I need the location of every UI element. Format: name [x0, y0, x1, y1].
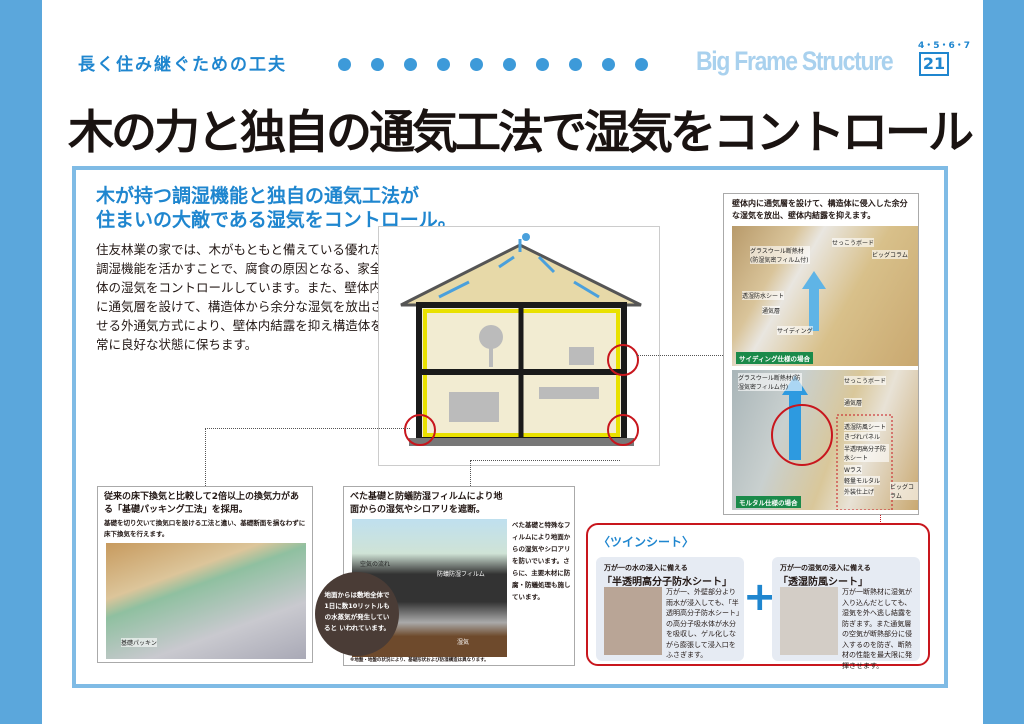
label-glass-wool: グラスウール断熱材(防湿気密フィルム付): [750, 246, 810, 264]
body-text: 住友林業の家では、木がもともと備えている優れた調湿機能を活かすことで、腐食の原因…: [96, 242, 383, 352]
house-cross-section-illustration: [378, 226, 660, 466]
decorative-dots: [338, 58, 648, 71]
left-side-strip: [0, 0, 42, 724]
sheet-name: 「半透明高分子防水シート」: [602, 577, 732, 588]
plus-icon: +: [743, 574, 777, 620]
wall-detail-panel: 壁体内に通気層を設けて、構造体に侵入した余分な湿気を放出、壁体内結露を抑えます。…: [723, 193, 919, 515]
label-siding: サイディング: [777, 326, 813, 335]
label-windproof-sheet: 透湿防風シート: [844, 422, 887, 431]
label-gypsum-board: せっこうボード: [832, 238, 875, 247]
lead-line-2: 住まいの大敵である湿気をコントロール。: [96, 209, 457, 231]
leader-line: [470, 460, 620, 461]
page-number: 21: [919, 52, 949, 76]
windproof-sheet-card: 万が一の湿気の浸入に備える 「透湿防風シート」 万が一断熱材に湿気が入り込んだと…: [772, 557, 920, 670]
page-title: 木の力と独自の通気工法で湿気をコントロール: [68, 105, 974, 159]
foundation-text: べた基礎と特殊なフィルムにより地面からの湿気やシロアリを防いでいます。さらに、主…: [512, 521, 571, 601]
label-film: 防蟻防湿フィルム: [437, 571, 485, 578]
label-big-column: ビッグコラム: [890, 482, 918, 500]
mortar-tag: モルタル仕様の場合: [736, 496, 801, 508]
section-subtitle: 長く住み継ぐための工夫: [78, 55, 287, 75]
foundation-packing-panel: 従来の床下換気と比較して2倍以上の換気力がある「基礎パッキング工法」を採用。 基…: [97, 486, 313, 663]
leader-line: [637, 355, 725, 356]
label-panel: きづれパネル: [844, 432, 881, 441]
lead-line-1: 木が持つ調湿機能と独自の通気工法が: [96, 185, 420, 207]
sheet-text: 万が一、外壁部分より雨水が浸入しても、「半透明高分子防水シート」の高分子吸水体が…: [666, 588, 740, 659]
label-moisture: 湿気: [457, 639, 470, 646]
moisture-info-circle: 地面からは敷地全体で1日に数10リットルもの水蒸気が発生していると いわれていま…: [315, 572, 399, 656]
packing-heading: 従来の床下換気と比較して2倍以上の換気力がある「基礎パッキング工法」を採用。: [104, 492, 299, 515]
siding-tag: サイディング仕様の場合: [736, 352, 814, 364]
page-range: 4・5・6・7: [918, 41, 971, 51]
label-air-layer: 通気層: [844, 398, 863, 407]
leader-line: [205, 428, 206, 486]
label-big-column: ビッグコラム: [872, 250, 908, 259]
mortar-wall-photo: グラスウール断熱材(防湿気密フィルム付) せっこうボード 通気層 透湿防風シート…: [732, 370, 918, 510]
right-side-strip: [983, 0, 1024, 724]
label-mortar: 軽量モルタル: [844, 476, 881, 485]
packing-photo: 基礎パッキン: [106, 543, 306, 659]
label-air-flow: 空気の流れ: [360, 561, 391, 568]
label-w-lath: Wラス: [844, 465, 862, 474]
leader-line: [205, 428, 410, 429]
sheet-text: 万が一断熱材に湿気が入り込んだとしても、湿気を外へ逃し結露を防ぎます。また通気層…: [842, 588, 912, 670]
leader-line: [470, 460, 471, 486]
sheet-caption: 万が一の湿気の浸入に備える: [780, 564, 871, 572]
foundation-heading: べた基礎と防蟻防湿フィルムにより地面からの湿気やシロアリを遮断。: [350, 492, 503, 515]
label-breathable-sheet: 透湿防水シート: [742, 291, 785, 300]
twin-sheet-panel: 〈ツインシート〉 万が一の水の浸入に備える 「半透明高分子防水シート」 万が一、…: [586, 523, 930, 670]
sheet-sample-photo: [604, 587, 662, 655]
label-gypsum-board: せっこうボード: [844, 376, 887, 385]
foundation-note: ※地盤・地盤の状況により、基礎形状および防湿構造は異なります。: [350, 658, 489, 663]
brand-title: Big Frame Structure: [696, 46, 894, 76]
wall-heading: 壁体内に通気層を設けて、構造体に侵入した余分な湿気を放出、壁体内結露を抑えます。: [732, 199, 908, 220]
label-exterior-finish: 外装仕上げ: [844, 487, 875, 496]
packing-text: 基礎を切り欠いて換気口を設ける工法と違い、基礎断面を損なわずに床下換気を行えます…: [104, 519, 306, 538]
sheet-name: 「透湿防風シート」: [778, 577, 868, 588]
waterproof-sheet-card: 万が一の水の浸入に備える 「半透明高分子防水シート」 万が一、外壁部分より雨水が…: [596, 557, 744, 661]
label-packing: 基礎パッキン: [121, 638, 157, 647]
label-air-layer: 通気層: [762, 306, 781, 315]
label-waterproof-sheet: 半透明高分子防水シート: [844, 444, 889, 462]
twin-sheet-title: 〈ツインシート〉: [598, 535, 695, 549]
label-glass-wool: グラスウール断熱材(防湿気密フィルム付): [738, 373, 802, 391]
sheet-sample-photo: [780, 587, 838, 655]
sheet-caption: 万が一の水の浸入に備える: [604, 564, 688, 572]
siding-wall-photo: せっこうボード ビッグコラム グラスウール断熱材(防湿気密フィルム付) 透湿防水…: [732, 226, 918, 366]
lead-heading: 木が持つ調湿機能と独自の通気工法が住まいの大敵である湿気をコントロール。: [96, 184, 457, 232]
